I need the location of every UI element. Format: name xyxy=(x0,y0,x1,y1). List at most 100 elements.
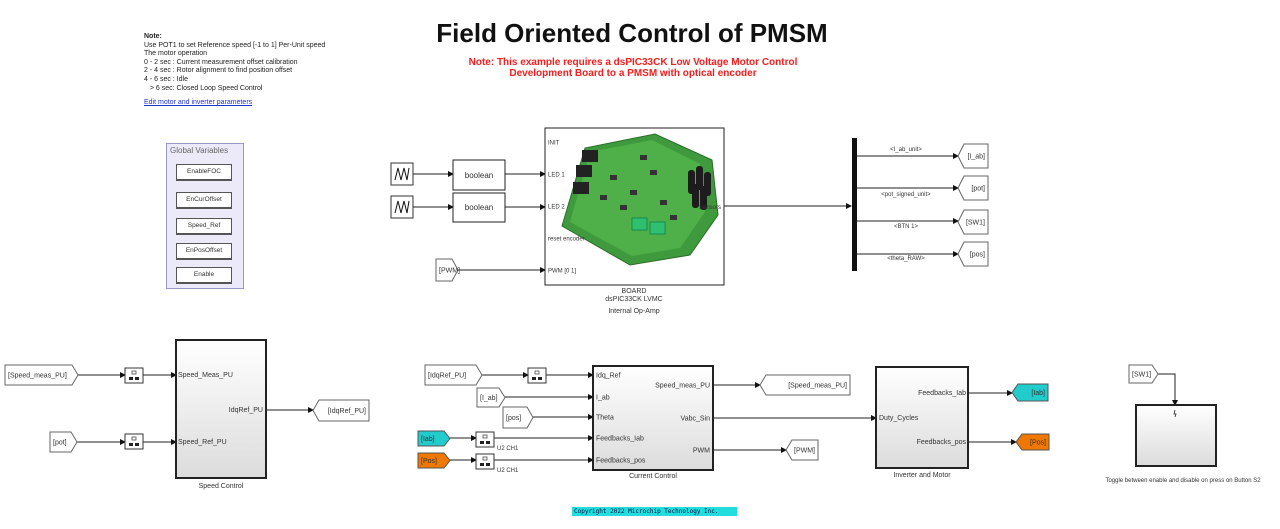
rate-transition[interactable] xyxy=(124,433,144,450)
note-line: > 6 sec: Closed Loop Speed Control xyxy=(144,84,263,92)
board-pcb-surface xyxy=(570,140,705,256)
current-control-block[interactable] xyxy=(592,365,714,471)
encuroffset-button[interactable]: EnCurOffset xyxy=(176,192,232,209)
goto-tag[interactable] xyxy=(957,143,989,169)
pwm-from-tag-label: [PWM] xyxy=(439,268,460,275)
enablefoc-button[interactable]: EnableFOC xyxy=(176,164,232,181)
terminal-block xyxy=(649,221,666,235)
bus-signal-label: <theta_RAW> xyxy=(887,256,925,262)
iab-goto-tag-label: [Iab] xyxy=(1031,390,1045,397)
chip xyxy=(610,175,617,180)
rate-transition-icon xyxy=(129,443,133,446)
rate-transition[interactable] xyxy=(527,367,547,384)
rate-transition-icon xyxy=(135,443,139,446)
board-mode: Internal Op-Amp xyxy=(608,308,659,315)
note-line: 2 - 4 sec : Rotor alignment to find posi… xyxy=(144,67,293,75)
rate-transition-icon xyxy=(482,456,488,461)
pwm-from-tag[interactable] xyxy=(435,258,459,282)
pot-from-tag[interactable] xyxy=(49,431,78,453)
iab-feedback-from-tag-label: [Iab] xyxy=(421,436,435,443)
rate-transition-icon xyxy=(534,370,540,375)
goto-tag-label: [I_ab] xyxy=(967,154,985,161)
current-control-input: Feedbacks_pos xyxy=(596,458,646,465)
enable-button[interactable]: Enable xyxy=(176,267,232,284)
current-control-output: Vabc_Sin xyxy=(681,416,711,423)
current-control-input: Theta xyxy=(596,415,614,422)
inverter-motor-block[interactable] xyxy=(875,366,969,469)
bus-selector[interactable] xyxy=(852,138,857,271)
goto-tag-label: [pot] xyxy=(971,186,985,193)
speed-meas-goto-tag-label: [Speed_meas_PU] xyxy=(788,383,847,390)
rate-transition-icon xyxy=(486,463,490,466)
idqref-goto-tag-label: [IdqRef_PU] xyxy=(328,408,366,415)
requirement-line: Note: This example requires a dsPIC33CK … xyxy=(468,57,798,68)
heatsink xyxy=(582,150,598,162)
speed-control-output: IdqRef_PU xyxy=(229,407,263,414)
goto-tag-label: [pos] xyxy=(970,252,985,259)
current-control-input: I_ab xyxy=(596,395,610,402)
speed-ref-button[interactable]: Speed_Ref xyxy=(176,218,232,235)
pwm-goto-tag[interactable] xyxy=(785,439,819,461)
idqref-from-tag[interactable] xyxy=(424,364,483,386)
chip xyxy=(630,190,637,195)
iab-from-tag[interactable] xyxy=(476,387,506,408)
rate-transition-icon xyxy=(480,441,484,444)
boolean-converter-1[interactable] xyxy=(452,159,506,191)
chip xyxy=(650,170,657,175)
rate-transition[interactable] xyxy=(475,431,495,448)
capacitor xyxy=(700,186,707,210)
idqref-goto-tag[interactable] xyxy=(312,399,370,422)
sw1-from-tag[interactable] xyxy=(1128,364,1159,384)
iab-feedback-from-tag[interactable] xyxy=(417,430,451,447)
bus-signal-label: <I_ab_unit> xyxy=(890,147,922,153)
global-variables-title: Global Variables xyxy=(170,146,229,155)
board-output-port: Sensors xyxy=(699,205,721,211)
speed-meas-goto-tag[interactable] xyxy=(759,374,851,396)
board-subtitle: dsPIC33CK LVMC xyxy=(605,296,662,303)
goto-tag[interactable] xyxy=(957,209,989,235)
current-control-input: Feedbacks_Iab xyxy=(596,436,644,443)
pos-goto-tag[interactable] xyxy=(1015,433,1050,451)
sw1-from-tag-label: [SW1] xyxy=(1132,372,1151,379)
inverter-name: Inverter and Motor xyxy=(893,472,951,479)
rate-transition-icon xyxy=(482,434,488,439)
pos-from-tag-label: [pos] xyxy=(506,415,521,422)
page-title: Field Oriented Control of PMSM xyxy=(436,18,828,48)
edit-parameters-link[interactable]: Edit motor and inverter parameters xyxy=(144,99,253,107)
goto-tag[interactable] xyxy=(957,241,989,267)
rate-transition-icon xyxy=(131,370,137,375)
operation-note: Note: Use POT1 to set Reference speed [-… xyxy=(144,33,325,108)
speed-control-block[interactable] xyxy=(175,339,267,479)
goto-tag[interactable] xyxy=(957,175,989,201)
speed-control-input: Speed_Ref_PU xyxy=(178,439,227,446)
pos-feedback-from-tag-label: [Pos] xyxy=(421,458,437,465)
speed-meas-from-tag[interactable] xyxy=(4,364,79,386)
enposoffset-button[interactable]: EnPosOffset xyxy=(176,243,232,260)
capacitor xyxy=(692,184,699,208)
idqref-from-tag-label: [IdqRef_PU] xyxy=(428,373,466,380)
chip xyxy=(620,205,627,210)
iab-goto-tag[interactable] xyxy=(1011,383,1049,402)
goto-tag-label: [SW1] xyxy=(966,220,985,227)
board-input-port: PWM [0 1] xyxy=(548,269,576,275)
rate-label: U2 CH1 xyxy=(497,446,519,452)
rate-transition-icon xyxy=(129,377,133,380)
pos-from-tag[interactable] xyxy=(502,406,534,429)
signal-line[interactable] xyxy=(1158,373,1178,406)
pos-feedback-from-tag[interactable] xyxy=(417,452,451,469)
heatsink xyxy=(576,165,592,177)
requirement-note: Note: This example requires a dsPIC33CK … xyxy=(0,57,1266,79)
toggle-caption: Toggle between enable and disable on pre… xyxy=(1105,478,1261,484)
pulse-generator-icon xyxy=(394,200,410,214)
requirement-line: Development Board to a PMSM with optical… xyxy=(509,68,757,79)
note-line: 0 - 2 sec : Current measurement offset c… xyxy=(144,58,298,66)
copyright-annotation: Copyright 2022 Microchip Technology Inc. xyxy=(572,507,737,516)
current-control-output: Speed_meas_PU xyxy=(655,383,710,390)
rate-transition[interactable] xyxy=(124,367,144,384)
heatsink xyxy=(573,182,589,194)
board-input-port: reset encoder xyxy=(548,237,585,243)
capacitor xyxy=(696,166,703,190)
boolean-converter-2[interactable] xyxy=(452,192,506,223)
rate-transition[interactable] xyxy=(475,453,495,470)
